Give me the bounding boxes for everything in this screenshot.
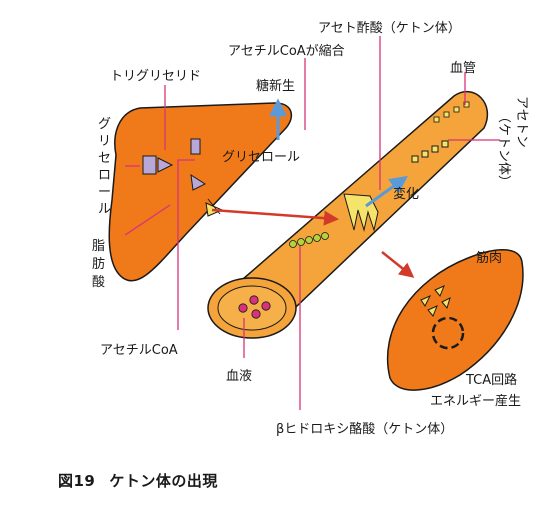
triglyceride-label: トリグリセリド <box>110 69 201 84</box>
energy-label: エネルギー産生 <box>430 393 521 409</box>
muscle-glyphs <box>420 285 451 317</box>
vessel-to-muscle-arrow <box>381 251 415 278</box>
blood-label: 血液 <box>226 369 252 384</box>
tca-label: TCA回路 <box>465 372 517 388</box>
blood-cells <box>238 295 271 319</box>
change-arrow <box>365 175 408 208</box>
acetylcoa-condense-label: アセチルCoAが縮合 <box>228 43 345 59</box>
vessel-small-squares <box>433 101 470 123</box>
hydroxybutyric-label: βヒドロキシ酪酸（ケトン体） <box>276 421 453 437</box>
leader-lines <box>124 36 500 410</box>
liver-to-vessel-arrow <box>211 208 339 226</box>
figure-caption: 図19 ケトン体の出現 <box>58 470 218 491</box>
acetylcoa-label: アセチルCoA <box>100 343 178 358</box>
acetoacetic-label: アセト酢酸（ケトン体） <box>318 21 461 36</box>
liver-shape <box>108 102 293 282</box>
svg-text:肪: 肪 <box>92 256 105 272</box>
tca-cycle-icon <box>431 316 465 350</box>
hydroxybutyrate-dots <box>289 232 329 248</box>
muscle-label: 筋肉 <box>476 250 502 266</box>
figure-title: ケトン体の出現 <box>109 472 218 490</box>
gluconeogenesis-label: 糖新生 <box>256 78 295 94</box>
svg-text:ー: ー <box>98 185 111 200</box>
svg-text:脂: 脂 <box>92 239 105 254</box>
acetone-squares <box>411 140 449 163</box>
triglyceride-glyphs <box>142 138 224 217</box>
svg-text:グ: グ <box>98 117 111 132</box>
change-label: 変化 <box>393 186 419 202</box>
glycerol-inside-label: グリセロール <box>222 150 300 165</box>
svg-text:リ: リ <box>98 134 111 149</box>
figure-number: 図19 <box>58 472 96 490</box>
blood-vessel-label: 血管 <box>450 61 476 76</box>
svg-text:酸: 酸 <box>92 275 105 290</box>
svg-text:セ: セ <box>98 151 111 166</box>
glycerol-vertical-label: グ リ セ ロ ー ル <box>98 117 111 217</box>
fatty-acid-vertical-label: 脂 肪 酸 <box>92 239 105 290</box>
acetone-label-2: （ケトン体） <box>496 110 511 188</box>
svg-text:ロ: ロ <box>98 168 111 183</box>
svg-text:ル: ル <box>98 202 111 217</box>
acetone-label-1: アセトン <box>514 96 529 148</box>
